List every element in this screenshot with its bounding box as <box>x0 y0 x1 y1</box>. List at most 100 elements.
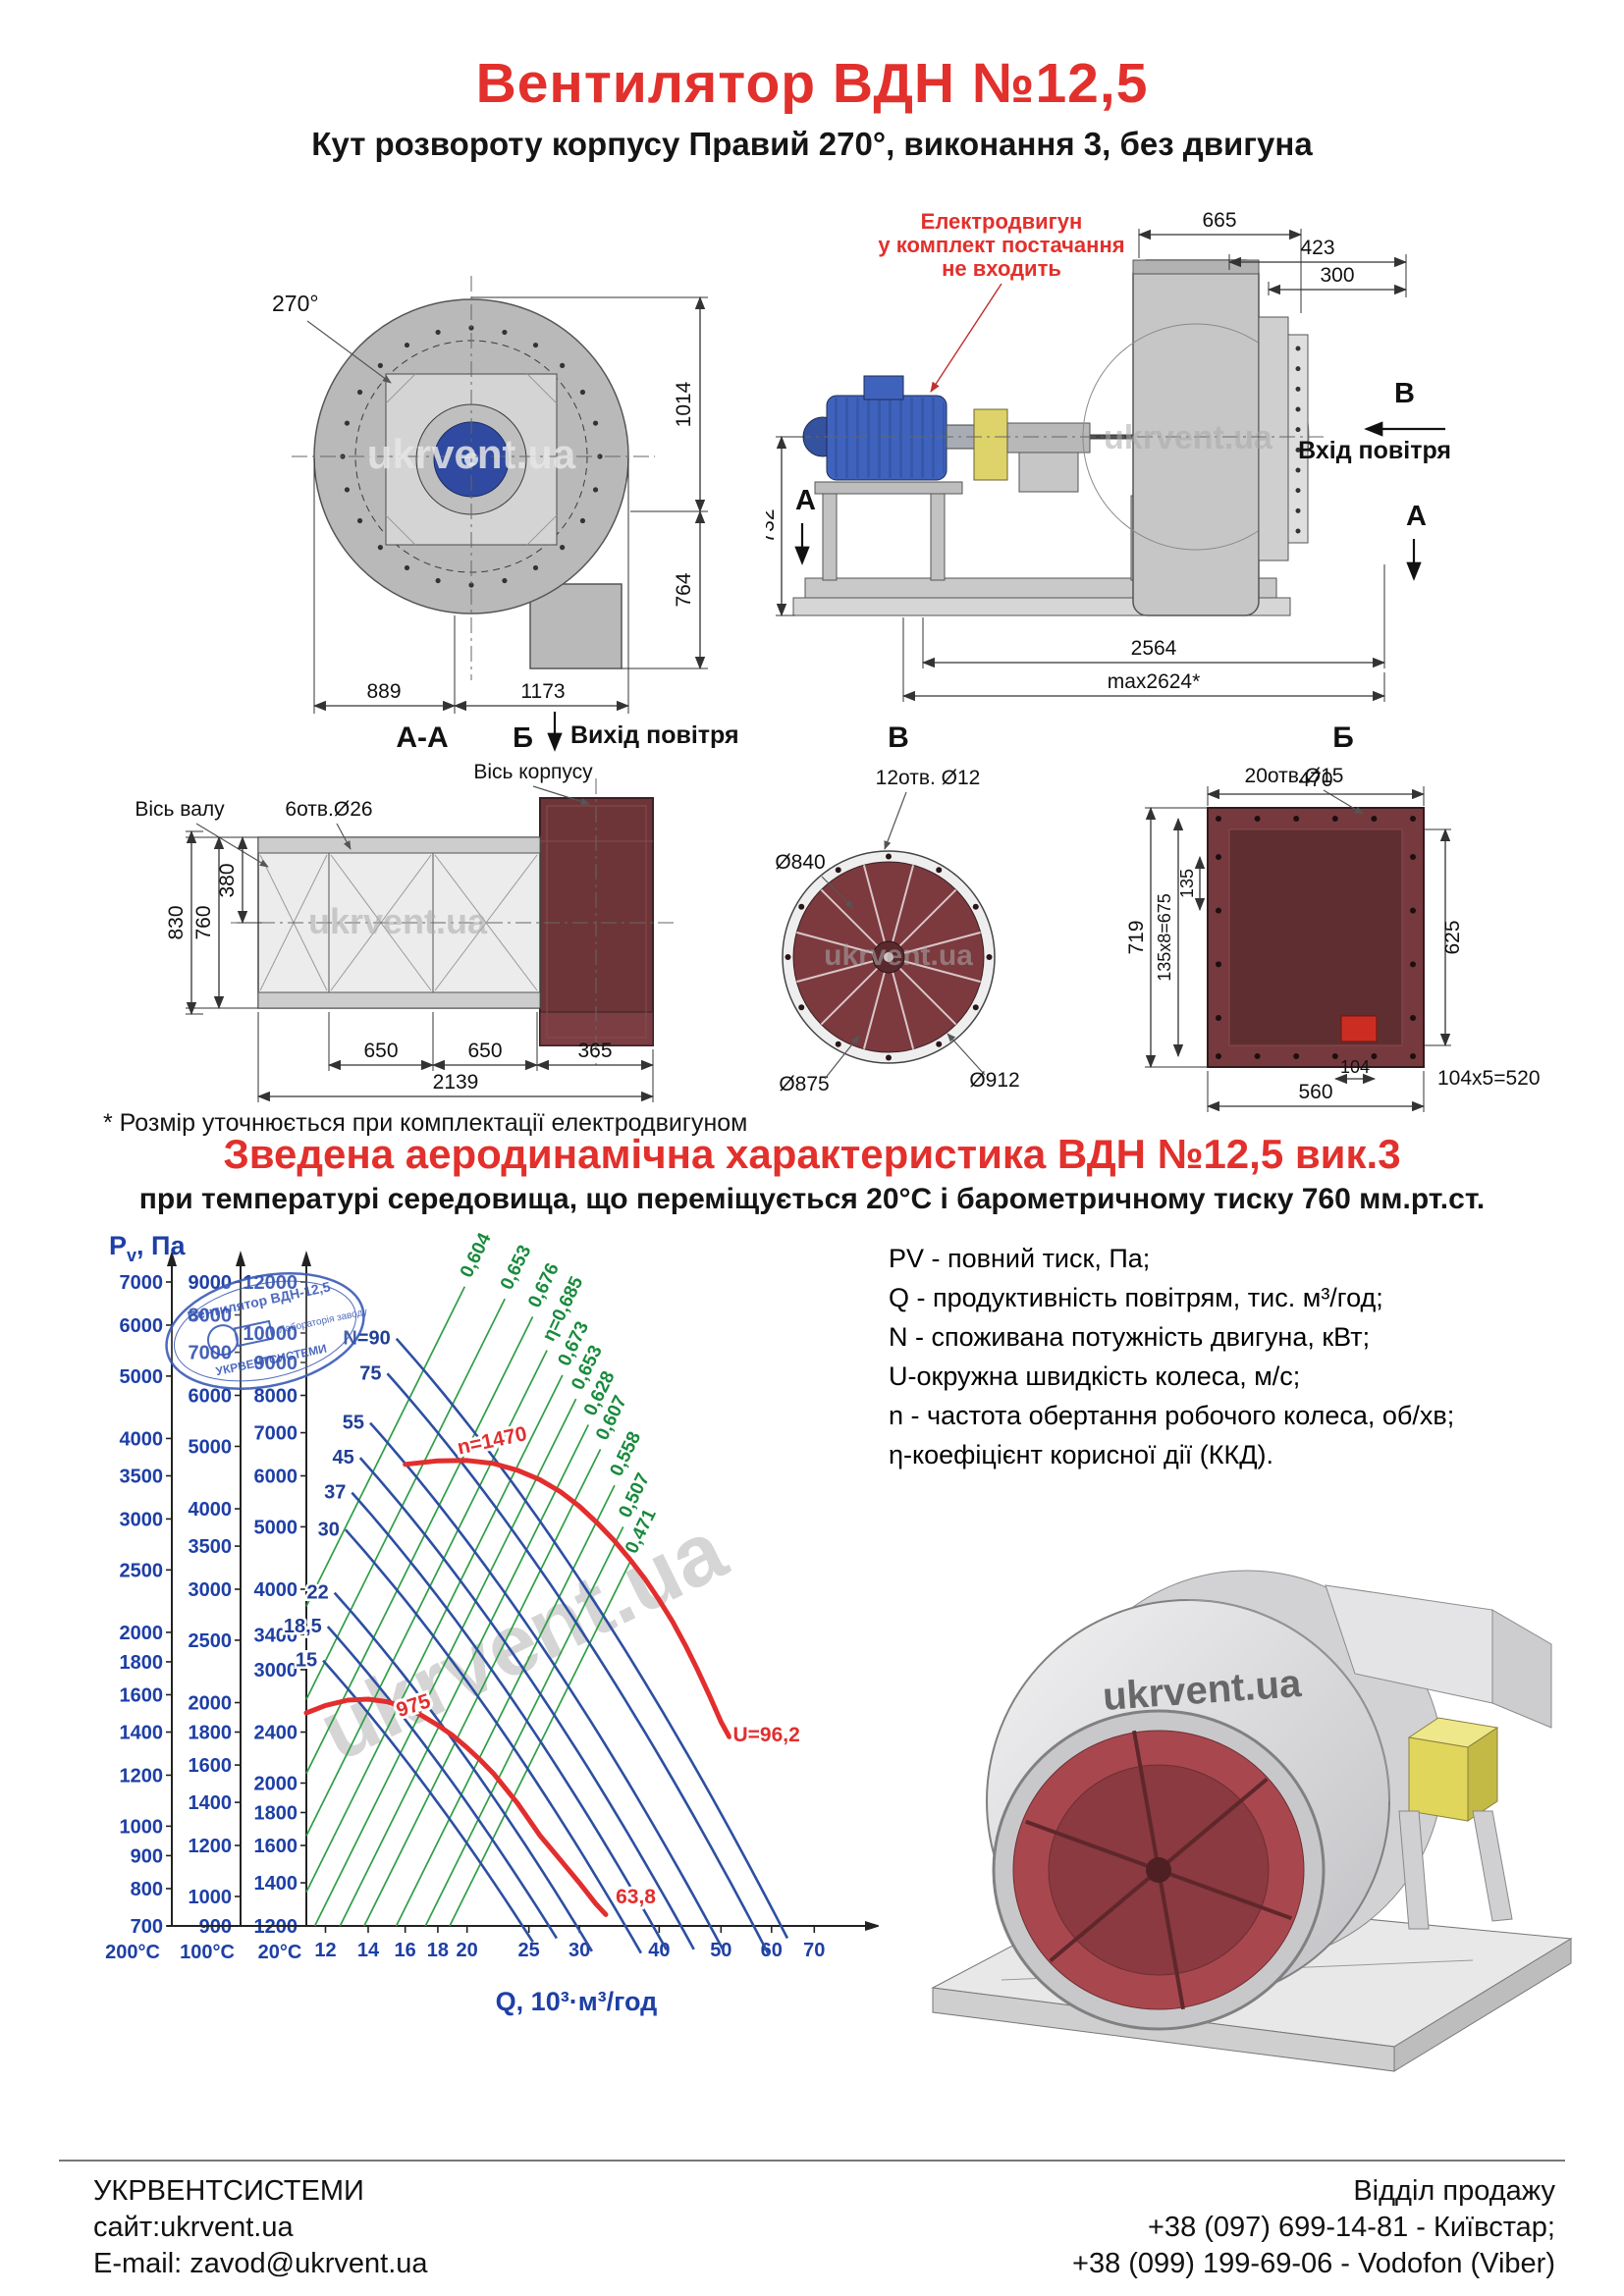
watermark: ukrvent.ua <box>308 901 488 941</box>
legend-line: Q - продуктивність повітрям, тис. м³/год… <box>889 1283 1383 1312</box>
svg-text:1600: 1600 <box>189 1755 233 1777</box>
bolts-right <box>1410 854 1416 1021</box>
angle-label: 270° <box>272 291 319 316</box>
phone-kyivstar: +38 (097) 699-14-81 - Київстар; <box>1148 2212 1555 2243</box>
motor-note: Електродвигун у комплект постачання не в… <box>878 209 1125 393</box>
dim-label: 135х8=675 <box>1155 893 1174 982</box>
svg-text:4000: 4000 <box>120 1428 164 1450</box>
motor <box>802 375 947 481</box>
dim-label: 380 <box>216 863 239 897</box>
y-axis-title: Pv, Па <box>109 1231 186 1265</box>
svg-text:50: 50 <box>710 1940 731 1961</box>
svg-text:37: 37 <box>324 1482 346 1504</box>
view-v-drawing: В ukrvent.ua 12отв. Ø12 Ø840 Ø875 Ø912 <box>775 721 1019 1095</box>
view-title: Б <box>1332 721 1354 754</box>
site-link[interactable]: сайт:ukrvent.ua <box>93 2212 294 2243</box>
axis-shaft-label: Вісь валу <box>135 798 225 821</box>
svg-text:20: 20 <box>457 1940 478 1961</box>
bolts-top <box>1216 816 1416 822</box>
bolts-left <box>1216 854 1221 1021</box>
bolts-bottom <box>1216 1053 1416 1059</box>
dim-label: 135 <box>1177 869 1197 898</box>
section-marker-a-left: А <box>795 485 816 516</box>
section-marker-b: Б <box>513 722 533 754</box>
watermark: ukrvent.ua <box>1104 419 1273 456</box>
svg-text:1600: 1600 <box>120 1684 164 1706</box>
plot-area: 7000600050004000350030002500200018001600… <box>105 1227 879 1963</box>
drain-detail <box>1340 1015 1378 1042</box>
svg-text:14: 14 <box>357 1940 380 1961</box>
dim-label: 1173 <box>520 680 565 703</box>
dim-label: 650 <box>467 1040 502 1062</box>
svg-text:15: 15 <box>296 1650 317 1672</box>
email-link[interactable]: E-mail: zavod@ukrvent.ua <box>93 2248 428 2279</box>
dims-left: 830 760 380 <box>165 829 262 1016</box>
svg-text:7000: 7000 <box>189 1343 233 1364</box>
legend-line: N - споживана потужність двигуна, кВт; <box>889 1322 1371 1352</box>
svg-text:18,5: 18,5 <box>284 1616 322 1637</box>
dim-label: 300 <box>1320 264 1354 287</box>
drawing-footnote: * Розмір уточнюється при комплектації ел… <box>103 1109 748 1137</box>
svg-text:22: 22 <box>306 1582 328 1604</box>
page-subtitle: Кут розвороту корпусу Правий 270°, викон… <box>311 126 1313 162</box>
dim-label: 719 <box>1125 920 1148 954</box>
svg-text:75: 75 <box>359 1362 381 1384</box>
footer-sales-block: Відділ продажу +38 (097) 699-14-81 - Киї… <box>1072 2173 1555 2282</box>
view-title: В <box>888 721 909 754</box>
svg-text:3500: 3500 <box>120 1466 164 1487</box>
housing-side <box>795 259 1327 616</box>
svg-text:N=90: N=90 <box>343 1328 390 1350</box>
svg-text:63,8: 63,8 <box>616 1886 656 1908</box>
svg-text:8000: 8000 <box>254 1386 298 1408</box>
footer-company-block: УКРВЕНТСИСТЕМИ сайт:ukrvent.ua E-mail: z… <box>93 2173 428 2282</box>
svg-text:18: 18 <box>427 1940 449 1961</box>
svg-text:0,604: 0,604 <box>457 1230 496 1281</box>
sales-title: Відділ продажу <box>1353 2175 1555 2207</box>
chart-watermark: ukrvent.ua <box>304 1500 740 1780</box>
dims: 470 719 135х8=675 135 625 104 560 104х5=… <box>1125 769 1541 1112</box>
dim-1014-764: 1014 764 <box>471 295 708 670</box>
dim-label: 650 <box>363 1040 398 1062</box>
dims-bottom: 650 650 365 2139 <box>256 1012 655 1102</box>
bolt-ring <box>785 853 993 1061</box>
svg-text:0,653: 0,653 <box>497 1242 536 1293</box>
svg-text:2000: 2000 <box>120 1623 164 1644</box>
duct-section <box>231 778 677 1065</box>
svg-text:5000: 5000 <box>254 1517 298 1538</box>
company-name: УКРВЕНТСИСТЕМИ <box>93 2175 364 2207</box>
svg-text:12: 12 <box>314 1940 336 1961</box>
watermark: ukrvent.ua <box>824 939 973 972</box>
aero-subheading: при температурі середовища, що переміщує… <box>138 1183 1486 1215</box>
svg-text:1200: 1200 <box>189 1836 233 1857</box>
svg-text:70: 70 <box>803 1940 825 1961</box>
dim-label: 732 <box>766 508 779 543</box>
watermark: ukrvent.ua <box>367 431 576 477</box>
section-aa-drawing: А-А ukrvent.ua Вісь валу 6отв.Ø26 В <box>135 721 677 1102</box>
dim-label: 560 <box>1298 1081 1332 1103</box>
bolt-ring <box>340 325 603 588</box>
inlet-flange <box>1207 807 1425 1068</box>
svg-text:55: 55 <box>343 1413 364 1434</box>
svg-text:2000: 2000 <box>189 1693 233 1715</box>
dim-label: 1014 <box>673 381 695 427</box>
motor-note-line3: не входить <box>942 256 1061 281</box>
svg-text:100°С: 100°С <box>180 1942 235 1963</box>
svg-text:4000: 4000 <box>189 1499 233 1521</box>
dims-bottom: 2564 max2624* <box>901 564 1386 702</box>
section-markers: А А <box>794 485 1427 581</box>
dim-label: 2564 <box>1131 637 1177 660</box>
legend-line: η-коефіцієнт корисної дії (ККД). <box>889 1440 1274 1469</box>
svg-text:1600: 1600 <box>254 1836 298 1857</box>
aero-heading: Зведена аеродинамічна характеристика ВДН… <box>223 1131 1401 1177</box>
svg-text:40: 40 <box>648 1940 670 1961</box>
svg-text:3000: 3000 <box>120 1509 164 1530</box>
dim-label: 625 <box>1441 920 1464 954</box>
svg-text:8000: 8000 <box>189 1306 233 1327</box>
air-in-label: Вхід повітря <box>1298 437 1451 464</box>
svg-text:30: 30 <box>568 1940 590 1961</box>
svg-text:3000: 3000 <box>189 1579 233 1601</box>
view-marker-v: В <box>1394 378 1415 409</box>
svg-text:1000: 1000 <box>189 1887 233 1908</box>
holes-label: 6отв.Ø26 <box>285 798 372 821</box>
